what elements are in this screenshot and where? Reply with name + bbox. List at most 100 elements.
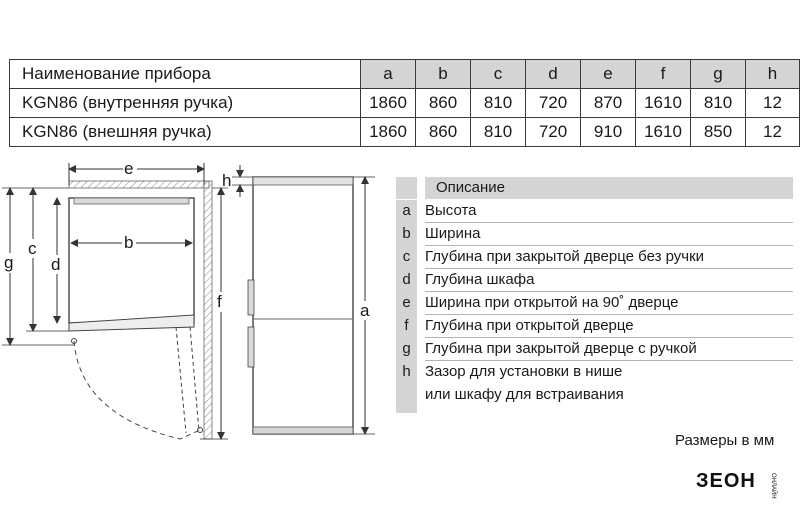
legend-item-f: f Глубина при открытой дверце [396,315,793,338]
legend-item-h: h Зазор для установки в нише или шкафу д… [396,361,793,413]
label-a: a [360,301,370,320]
cabinet-top-panel [73,197,190,205]
column-e: e [580,59,636,89]
dimensions-table: Наименование прибора a b c d e f g h KGN… [9,59,800,147]
legend-text: Глубина при открытой дверце [425,317,634,334]
cell: 850 [690,117,746,147]
cell: 12 [745,88,800,118]
legend-header-bg [425,177,793,199]
cell: 1610 [635,117,691,147]
legend-text: Зазор для установки в нише [425,363,623,380]
door-swing-arc [73,340,201,440]
cell: 12 [745,117,800,147]
cell: 720 [525,88,581,118]
legend-divider [425,337,793,338]
cell: 1860 [360,117,416,147]
column-f: f [635,59,691,89]
fridge-base [252,426,354,435]
legend-header-key [396,177,417,199]
cell: 810 [470,88,526,118]
brand-logo-sub: ОНЛАЙН [770,473,776,499]
legend-divider [425,360,793,361]
lower-handle [247,326,255,368]
label-c: c [28,239,37,258]
legend-key: h [396,361,417,413]
legend-divider [425,291,793,292]
brand-logo: ЗЕОН [696,470,756,492]
side-view [247,176,375,435]
cell: 910 [580,117,636,147]
legend-text: Глубина шкафа [425,271,535,288]
door-closed [68,314,195,332]
cell: 860 [415,117,471,147]
table-row: KGN86 (внутренняя ручка) 1860 860 810 72… [9,88,800,118]
cell: 1610 [635,88,691,118]
column-g: g [690,59,746,89]
legend-item-b: b Ширина [396,223,793,246]
cell: 720 [525,117,581,147]
legend-divider [425,245,793,246]
label-h: h [222,171,231,190]
table-row: KGN86 (внешняя ручка) 1860 860 810 720 9… [9,117,800,147]
column-a: a [360,59,416,89]
legend-text-line2: или шкафу для встраивания [425,386,624,403]
units-note: Размеры в мм [675,432,775,449]
door-open [175,326,200,434]
niche-back-wall [68,180,210,189]
handle-point [197,427,203,433]
legend-key: b [396,223,417,246]
legend-text: Высота [425,202,477,219]
row-name: KGN86 (внутренняя ручка) [9,88,361,118]
column-h: h [745,59,800,89]
dimension-drawing: e h b g c d f a [2,159,375,440]
label-e-bg [123,159,137,177]
cell: 810 [690,88,746,118]
legend-text: Глубина при закрытой дверце с ручкой [425,340,697,357]
cabinet-top-view [68,197,195,324]
table-header-label: Наименование прибора [9,59,361,89]
label-a-bg [359,301,372,320]
column-b: b [415,59,471,89]
legend-text: Ширина при открытой на 90˚ дверце [425,294,679,311]
label-g-bg [4,253,17,273]
label-d: d [51,255,60,274]
label-e: e [124,159,133,178]
label-c-bg [27,239,40,258]
legend-key: c [396,246,417,269]
label-f: f [217,292,222,311]
legend-key: a [396,200,417,223]
legend-header: Описание [396,177,793,199]
upper-handle [247,279,255,316]
top-view [68,180,213,440]
legend-divider [425,314,793,315]
label-b-bg [122,233,136,252]
legend-item-d: d Глубина шкафа [396,269,793,292]
legend-title: Описание [436,179,506,196]
label-g: g [4,253,13,272]
cell: 810 [470,117,526,147]
table-header-row: Наименование прибора a b c d e f g h [9,59,800,89]
legend-item-c: c Глубина при закрытой дверце без ручки [396,246,793,269]
legend-text: Глубина при закрытой дверце без ручки [425,248,705,265]
label-f-bg [216,292,226,312]
legend-item-a: a Высота [396,200,793,223]
cell: 870 [580,88,636,118]
legend-text: Ширина [425,225,481,242]
label-b: b [124,233,133,252]
dimension-labels: e h b g c d f a [4,159,372,320]
fridge-side-body [252,176,354,435]
legend-item-e: e Ширина при открытой на 90˚ дверце [396,292,793,315]
niche-side-wall [203,180,213,440]
legend-key: d [396,269,417,292]
column-d: d [525,59,581,89]
legend-item-g: g Глубина при закрытой дверце с ручкой [396,338,793,361]
row-name: KGN86 (внешняя ручка) [9,117,361,147]
hinge-point [71,338,77,344]
cell: 1860 [360,88,416,118]
legend-key: f [396,315,417,338]
label-d-bg [50,255,64,274]
legend-divider [425,268,793,269]
legend-key: g [396,338,417,361]
legend-key: e [396,292,417,315]
column-c: c [470,59,526,89]
